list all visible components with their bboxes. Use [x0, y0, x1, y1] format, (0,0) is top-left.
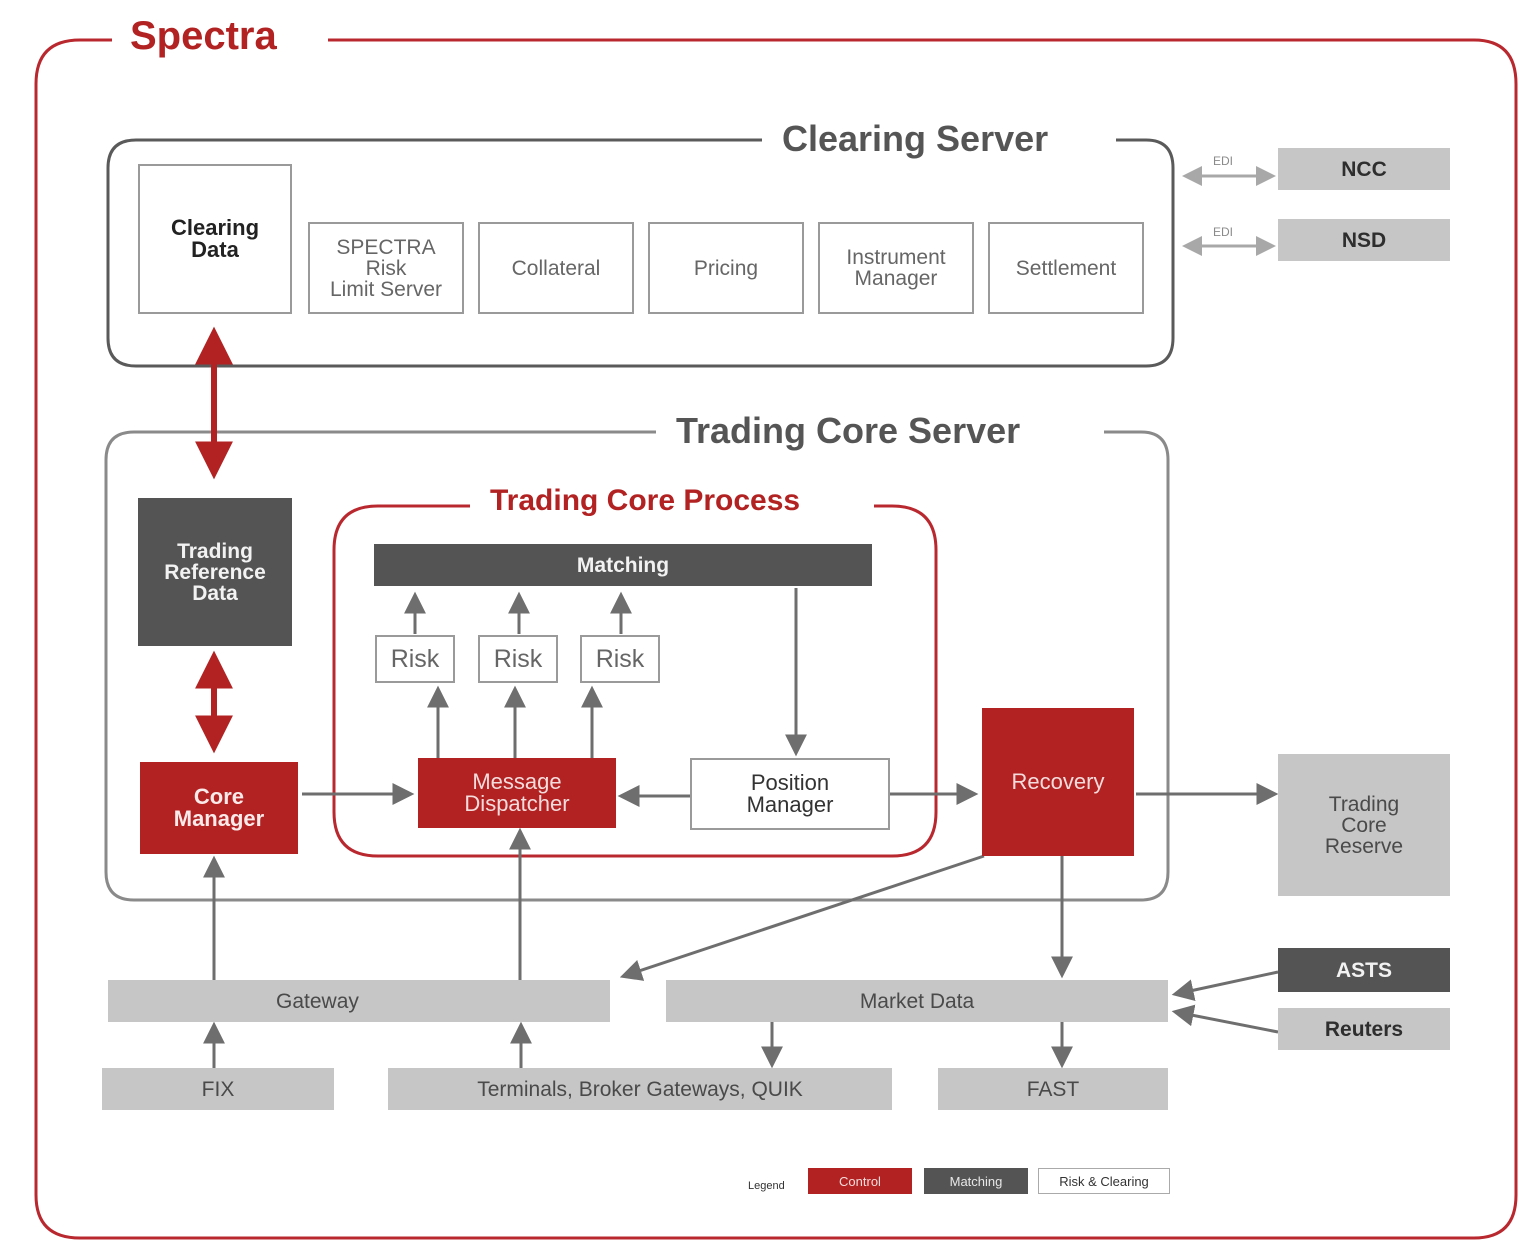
edi-ncc-label: EDI [1213, 154, 1234, 168]
fast-box: FAST [938, 1068, 1168, 1110]
recovery-box: Recovery [982, 708, 1134, 856]
market-data-bar: Market Data [666, 980, 1168, 1022]
trading-core-server-frame [104, 430, 1170, 902]
trading-core-process-title: Trading Core Process [476, 484, 815, 518]
spectra-title: Spectra [116, 14, 291, 59]
risk-box-1: Risk [375, 635, 455, 683]
risk-box-3: Risk [580, 635, 660, 683]
nsd-box: NSD [1278, 219, 1450, 261]
trading-core-server-title: Trading Core Server [662, 410, 1035, 452]
trading-reference-data-box: Trading Reference Data [138, 498, 292, 646]
matching-bar: Matching [374, 544, 872, 586]
legend-risk-clearing: Risk & Clearing [1038, 1168, 1170, 1194]
fix-box: FIX [102, 1068, 334, 1110]
clearing-server-frame [106, 138, 1175, 368]
risk-box-2: Risk [478, 635, 558, 683]
position-manager-box: Position Manager [690, 758, 890, 830]
clearing-data-box: Clearing Data [138, 164, 292, 314]
gateway-bar: Gateway [108, 980, 610, 1022]
spectra-risk-limit-server-box: SPECTRA Risk Limit Server [308, 222, 464, 314]
instrument-manager-box: Instrument Manager [818, 222, 974, 314]
legend-label: Legend [748, 1180, 785, 1192]
terminals-box: Terminals, Broker Gateways, QUIK [388, 1068, 892, 1110]
recovery-to-gateway-arrow [619, 854, 985, 981]
spectra-frame [34, 38, 1518, 1240]
pricing-box: Pricing [648, 222, 804, 314]
message-dispatcher-box: Message Dispatcher [418, 758, 616, 828]
settlement-box: Settlement [988, 222, 1144, 314]
asts-to-market-data-arrow [1171, 970, 1279, 1002]
trading-core-process-frame [332, 504, 938, 858]
asts-box: ASTS [1278, 948, 1450, 992]
collateral-box: Collateral [478, 222, 634, 314]
core-manager-box: Core Manager [140, 762, 298, 854]
legend-matching: Matching [924, 1168, 1028, 1194]
edi-nsd-label: EDI [1213, 225, 1234, 239]
ncc-box: NCC [1278, 148, 1450, 190]
legend-control: Control [808, 1168, 912, 1194]
trading-core-reserve-box: Trading Core Reserve [1278, 754, 1450, 896]
reuters-box: Reuters [1278, 1008, 1450, 1050]
reuters-to-market-data-arrow [1171, 1004, 1279, 1034]
clearing-server-title: Clearing Server [768, 118, 1063, 160]
